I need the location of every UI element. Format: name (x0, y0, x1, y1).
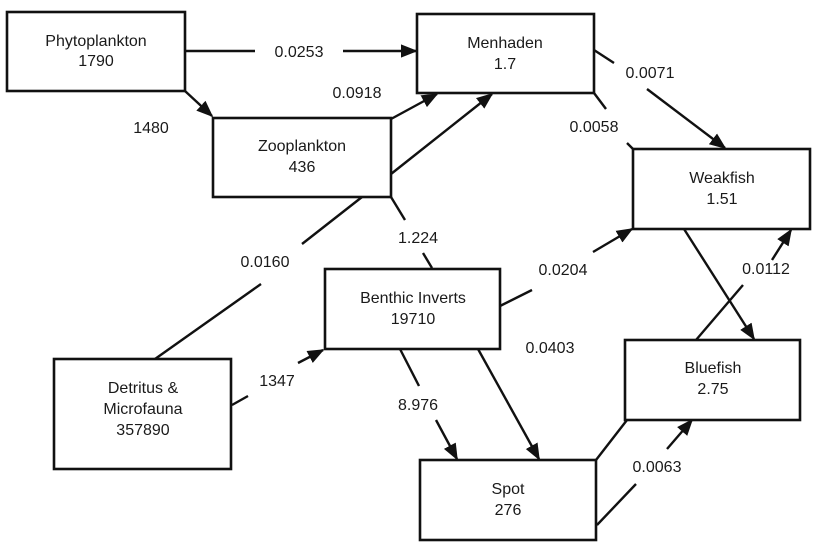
node-weakfish-value: 1.51 (706, 191, 737, 208)
node-detritus-name-1: Detritus & (108, 380, 179, 397)
edge-label-phyto-zoo: 1480 (133, 120, 169, 137)
node-zooplankton-value: 436 (289, 159, 316, 176)
edge-label-benthic-spot-right: 0.0403 (526, 340, 575, 357)
node-benthic-inverts: Benthic Inverts 19710 (323, 267, 502, 351)
node-zooplankton: Zooplankton 436 (211, 116, 393, 199)
node-phytoplankton-name: Phytoplankton (45, 33, 146, 50)
edge-zooplankton-menhaden: 0.0918 (333, 85, 439, 121)
edge-detritus-benthic: 1347 (231, 348, 325, 407)
node-zooplankton-name: Zooplankton (258, 138, 346, 155)
edge-label-zoo-menhaden: 0.0918 (333, 85, 382, 102)
edge-label-detritus-menhaden: 0.0160 (241, 254, 290, 271)
edge-label-menhaden-weakfish: 0.0071 (626, 65, 675, 82)
edge-label-zoo-benthic: 1.224 (398, 230, 438, 247)
edge-zooplankton-benthic: 1.224 (389, 196, 438, 269)
edge-benthic-weakfish: 0.0204 (499, 227, 634, 308)
node-spot-value: 276 (495, 502, 522, 519)
edge-menhaden-weakfish: 0.0071 (593, 48, 727, 150)
edge-label-phyto-menhaden: 0.0253 (275, 44, 324, 61)
node-bluefish: Bluefish 2.75 (623, 338, 802, 422)
node-detritus-value: 357890 (116, 422, 169, 439)
node-menhaden-name: Menhaden (467, 35, 543, 52)
edge-label-spot-bluefish: 0.0063 (633, 459, 682, 476)
node-phytoplankton-value: 1790 (78, 53, 114, 70)
edge-weakfish-bluefish (682, 228, 756, 341)
node-menhaden-value: 1.7 (494, 56, 516, 73)
node-phytoplankton: Phytoplankton 1790 (5, 10, 187, 93)
node-detritus-microfauna: Detritus & Microfauna 357890 (52, 357, 233, 471)
node-benthic-inverts-value: 19710 (391, 311, 436, 328)
edge-spot-bluefish-upper (595, 419, 628, 461)
edge-benthic-spot-left: 8.976 (398, 348, 459, 461)
edge-benthic-spot-right: 0.0403 (476, 340, 575, 461)
node-spot: Spot 276 (418, 458, 598, 542)
edge-bluefish-weakfish: 0.0112 (695, 228, 793, 341)
node-benthic-inverts-name: Benthic Inverts (360, 290, 466, 307)
node-weakfish: Weakfish 1.51 (631, 147, 812, 231)
edge-phytoplankton-zooplankton: 1480 (133, 90, 214, 137)
edge-detritus-menhaden: 0.0160 (154, 92, 494, 360)
edge-label-bluefish-weakfish: 0.0112 (742, 261, 790, 278)
node-menhaden: Menhaden 1.7 (415, 12, 596, 95)
edge-phytoplankton-menhaden: 0.0253 (185, 44, 418, 61)
node-bluefish-value: 2.75 (697, 381, 728, 398)
node-spot-name: Spot (492, 481, 525, 498)
edge-label-menhaden-down: 0.0058 (570, 119, 619, 136)
node-bluefish-name: Bluefish (685, 360, 742, 377)
node-detritus-name-2: Microfauna (103, 401, 182, 418)
edge-label-benthic-spot: 8.976 (398, 397, 438, 414)
edge-spot-bluefish: 0.0063 (596, 418, 694, 526)
edge-menhaden-bluefish: 0.0058 (570, 92, 634, 150)
edge-label-detritus-benthic: 1347 (259, 373, 295, 390)
edge-label-benthic-weakfish: 0.0204 (539, 262, 588, 279)
node-weakfish-name: Weakfish (689, 170, 755, 187)
